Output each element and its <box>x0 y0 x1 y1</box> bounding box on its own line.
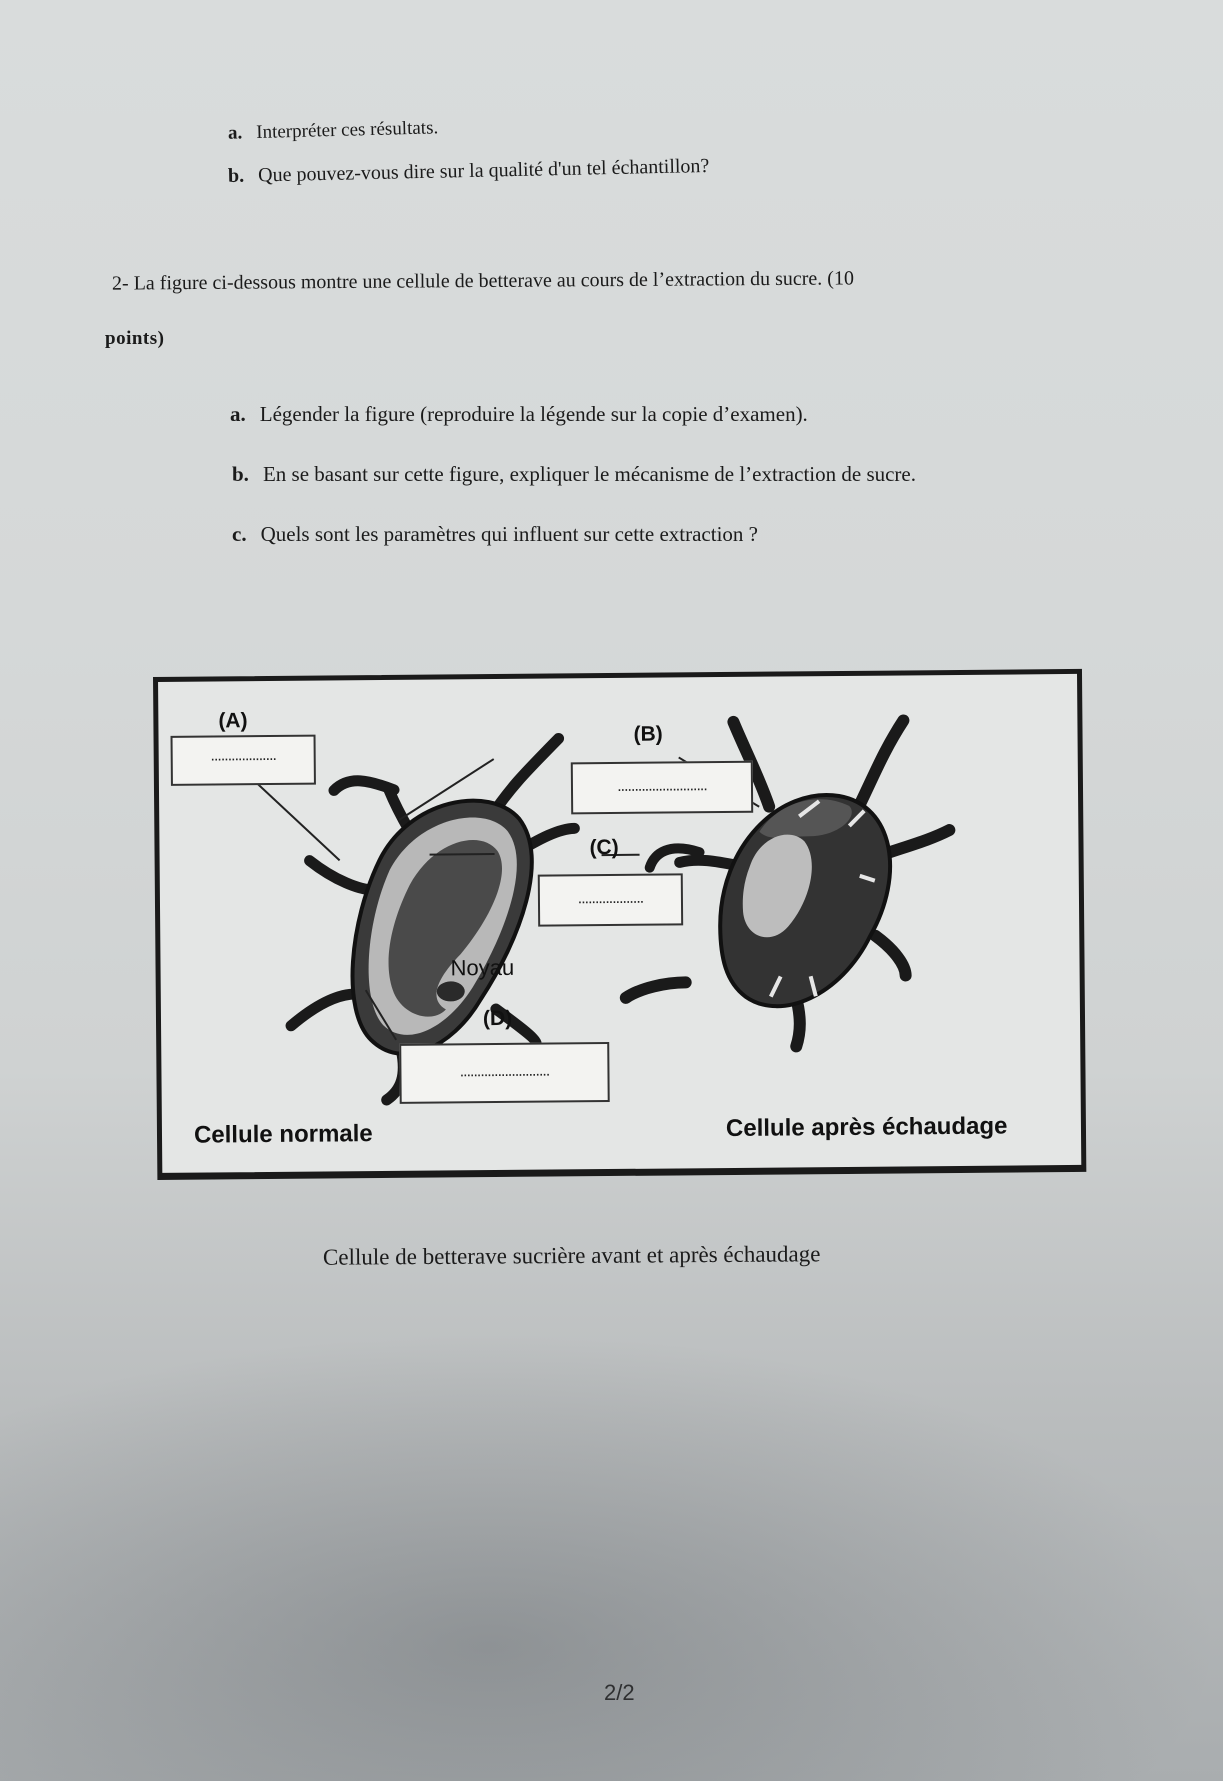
question-2c: c. Quels sont les paramètres qui influent… <box>232 522 758 547</box>
question-text: En se basant sur cette figure, expliquer… <box>262 462 916 486</box>
question-2a: a. Légender la figure (reproduire la lége… <box>230 402 808 427</box>
question-text: Que pouvez-vous dire sur la qualité d'un… <box>257 154 710 187</box>
cell-scalded-label: Cellule après échaudage <box>725 1112 1008 1143</box>
question-text: Légender la figure (reproduire la légend… <box>259 402 808 426</box>
label-d: (D) <box>482 1006 513 1031</box>
question-text: Quels sont les paramètres qui influent s… <box>260 522 758 546</box>
question-text: Interpréter ces résultats. <box>255 117 439 144</box>
label-c: (C) <box>589 835 619 860</box>
normal-cell-body <box>350 798 534 1056</box>
question-letter: b. <box>232 462 249 486</box>
label-b: (B) <box>633 722 663 746</box>
question-letter: a. <box>227 122 243 144</box>
scalded-cell-body <box>718 793 893 1009</box>
answer-box-a: ................... <box>170 734 316 786</box>
label-a: (A) <box>218 709 248 733</box>
answer-box-d: .......................... <box>399 1042 610 1104</box>
question-letter: b. <box>227 164 245 188</box>
noyau-label: Noyau <box>450 954 515 981</box>
question-1a: a. Interpréter ces résultats. <box>228 117 439 144</box>
photo-shadow <box>0 1330 1223 1781</box>
question-letter: c. <box>232 522 247 546</box>
answer-box-c: ................... <box>537 873 684 927</box>
question-1b: b. Que pouvez-vous dire sur la qualité d'… <box>228 155 710 188</box>
beet-cell-figure: (A) ................... (B) ............… <box>153 668 1087 1180</box>
cell-normal-label: Cellule normale <box>193 1120 373 1149</box>
question-letter: a. <box>230 402 246 426</box>
page-number: 2/2 <box>604 1680 635 1705</box>
question-2b: b. En se basant sur cette figure, expliqu… <box>232 462 916 487</box>
question-2-points: points) <box>105 328 165 349</box>
cell-illustration <box>238 714 956 1106</box>
figure-caption: Cellule de betterave sucrière avant et a… <box>322 1241 821 1270</box>
answer-box-b: .......................... <box>570 760 754 815</box>
question-2-heading: 2- La figure ci-dessous montre une cellu… <box>111 267 855 295</box>
